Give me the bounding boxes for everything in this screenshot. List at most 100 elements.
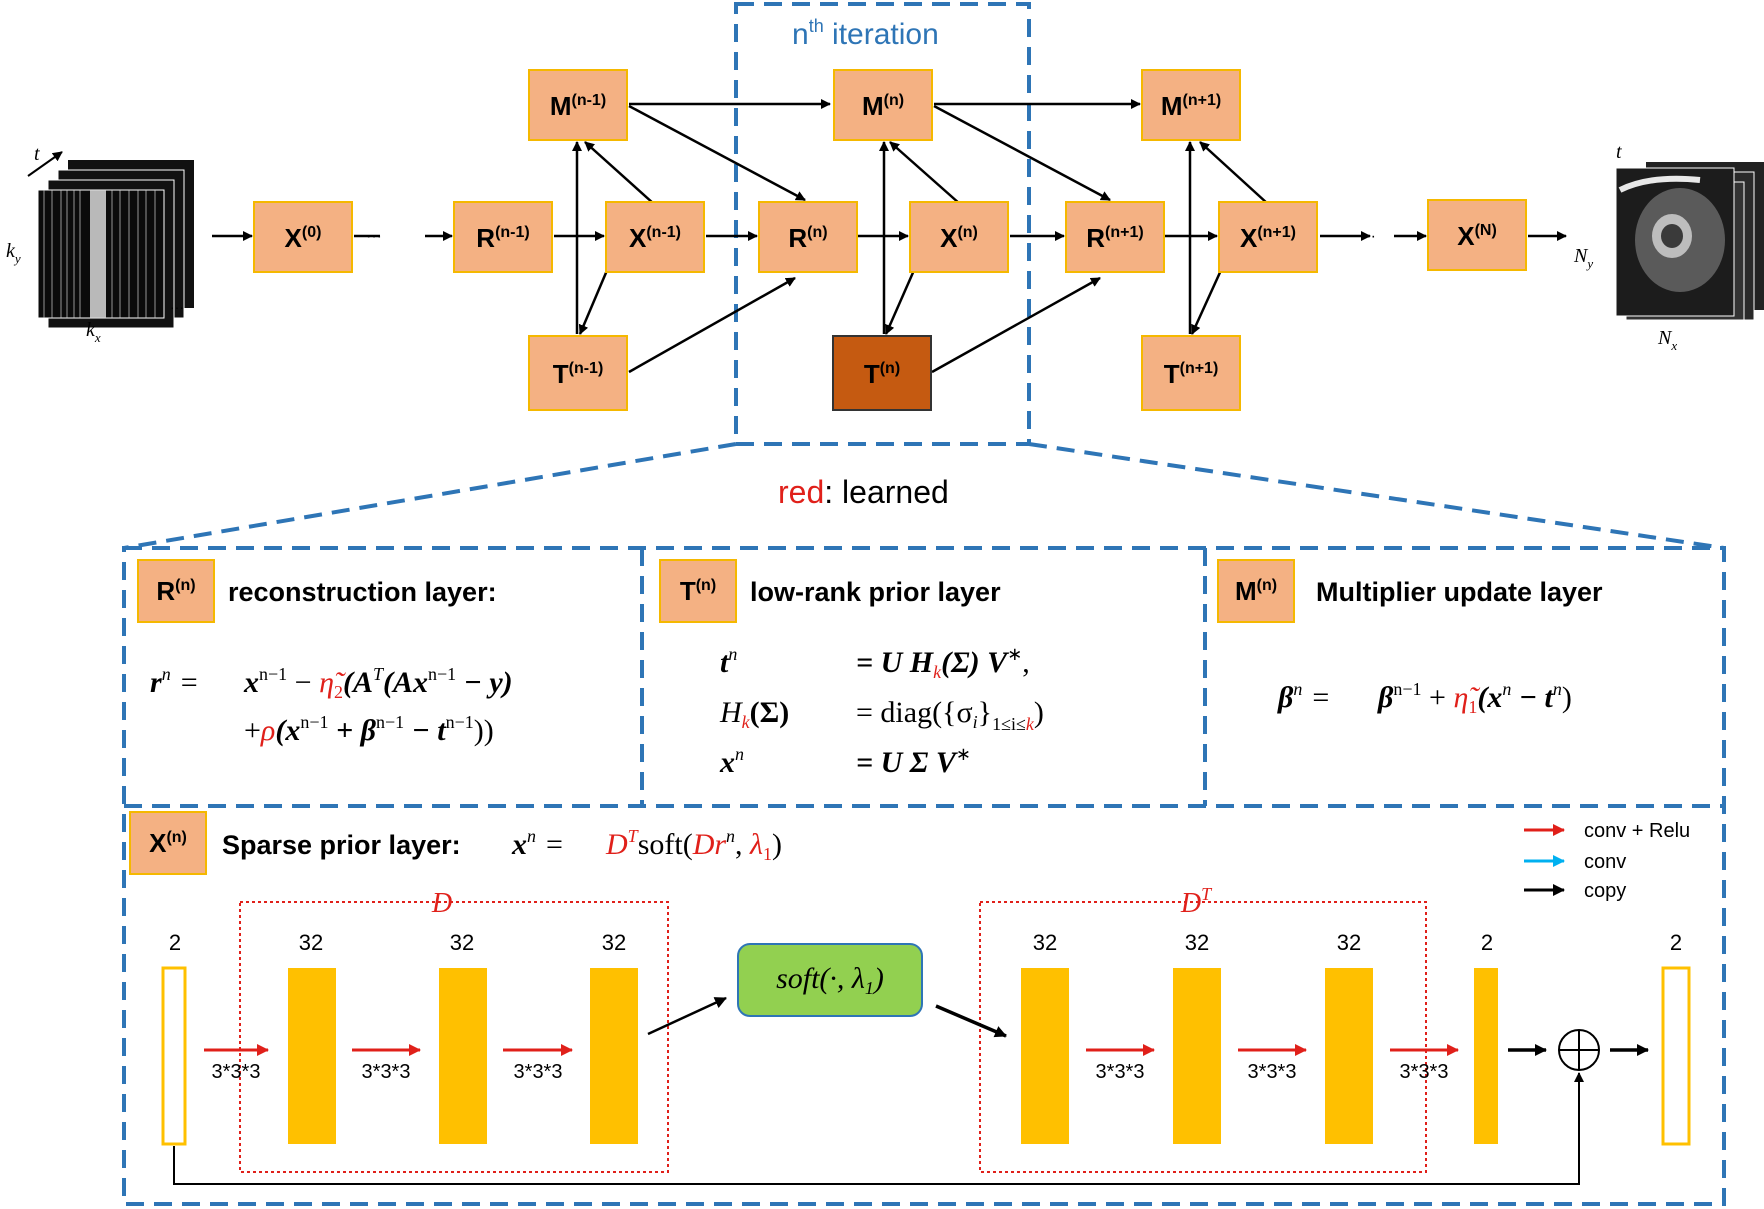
node-r-next: R(n+1) [1065, 201, 1165, 273]
node-t-prev: T(n-1) [528, 335, 628, 411]
feature-map-output [1661, 966, 1691, 1146]
count-dt-out: 2 [1481, 930, 1493, 955]
count-dt3: 32 [1337, 930, 1361, 955]
kernel-4: 3*3*3 [1096, 1061, 1145, 1083]
recon-equation-line1: rn= xn−1 − η̃2(AT(Axn−1 − y) [150, 664, 513, 702]
svg-text:T(n-1): T(n-1) [553, 359, 604, 389]
feature-map-input [161, 966, 187, 1146]
kernel-6: 3*3*3 [1400, 1061, 1449, 1083]
legend-conv: conv [1584, 851, 1626, 873]
output-ny-axis: Ny [1573, 245, 1593, 271]
dt-decoder-box [979, 901, 1427, 1173]
recon-equation-line2: +ρ(xn−1 + βn−1 − tn−1)) [244, 712, 494, 747]
lowrank-row1: tn = U Hk(Σ) V∗, [720, 634, 1030, 682]
iteration-label: nth iteration [792, 16, 939, 51]
svg-text:M(n-1): M(n-1) [550, 91, 606, 121]
count-d3: 32 [602, 930, 626, 955]
svg-text:X(n): X(n) [149, 828, 187, 858]
lowrank-title: low-rank prior layer [750, 577, 1001, 607]
legend-copy: copy [1584, 880, 1626, 902]
count-dt2: 32 [1185, 930, 1209, 955]
multiplier-title: Multiplier update layer [1316, 577, 1603, 607]
svg-text:T(n): T(n) [680, 576, 716, 606]
multiplier-equation: βn= βn−1 + η̃1(xn − tn) [1277, 679, 1572, 717]
node-t-n: T(n) [832, 335, 932, 411]
zoom-line-left [123, 442, 737, 550]
count-output: 2 [1670, 930, 1682, 955]
d-encoder-label: D [431, 888, 452, 919]
top-arrows [212, 99, 1567, 374]
recon-panel: R(n) reconstruction layer: rn= xn−1 − η̃… [137, 559, 513, 747]
svg-text:X(n-1): X(n-1) [629, 223, 681, 253]
iteration-box [734, 2, 1031, 446]
sparse-badge [129, 811, 207, 875]
lowrank-panel: T(n) low-rank prior layer tn = U Hk(Σ) V… [659, 559, 1044, 779]
recon-badge [137, 559, 215, 623]
output-nx-axis: Nx [1657, 327, 1677, 353]
feature-map-d3 [590, 968, 638, 1144]
feature-map-d2 [439, 968, 487, 1144]
d-encoder-box [239, 901, 669, 1173]
svg-text:R(n): R(n) [788, 223, 827, 253]
node-x0: X(0) [253, 201, 353, 273]
ellipsis-right: ··· [1360, 228, 1376, 245]
lowrank-row3: xn = U Σ V∗ [719, 734, 971, 779]
count-d1: 32 [299, 930, 323, 955]
kernel-2: 3*3*3 [362, 1061, 411, 1083]
svg-text:M(n): M(n) [1235, 576, 1277, 606]
feature-map-dt3 [1325, 968, 1373, 1144]
svg-text:M(n): M(n) [862, 91, 904, 121]
kernel-3: 3*3*3 [514, 1061, 563, 1083]
feature-map-dt1 [1021, 968, 1069, 1144]
input-kspace-image: t ky kx ··· [6, 143, 194, 345]
node-x-next: X(n+1) [1218, 201, 1318, 273]
conv-legend: conv + Relu conv copy [1524, 820, 1690, 902]
svg-text:M(n+1): M(n+1) [1161, 91, 1221, 121]
arrow-from-soft [935, 1004, 1007, 1038]
count-d2: 32 [450, 930, 474, 955]
node-m-next: M(n+1) [1141, 69, 1241, 141]
svg-text:X(n): X(n) [940, 223, 978, 253]
legend-conv-relu: conv + Relu [1584, 820, 1690, 842]
recon-title: reconstruction layer: [228, 577, 497, 607]
node-m-prev: M(n-1) [528, 69, 628, 141]
node-x-N: X(N) [1427, 199, 1527, 271]
input-t-axis: t [34, 143, 40, 165]
svg-text:R(n+1): R(n+1) [1086, 223, 1143, 253]
node-t-next: T(n+1) [1141, 335, 1241, 411]
lowrank-badge [659, 559, 737, 623]
dt-decoder-label: DT [1180, 884, 1213, 919]
lowrank-row2: Hk(Σ) = diag({σi}1≤i≤k) [719, 696, 1044, 734]
svg-text:X(n+1): X(n+1) [1240, 223, 1296, 253]
kernel-1: 3*3*3 [212, 1061, 261, 1083]
multiplier-badge [1217, 559, 1295, 623]
count-dt1: 32 [1033, 930, 1057, 955]
ellipsis-left: ··· [366, 228, 382, 245]
sparse-panel: X(n) Sparse prior layer: xn= DTsoft(Drn,… [129, 811, 1691, 1185]
input-kx-axis: kx [86, 319, 101, 345]
input-ky-axis: ky [6, 240, 21, 266]
sparse-title: Sparse prior layer: [222, 830, 461, 860]
svg-text:T(n): T(n) [864, 359, 900, 389]
feature-map-d1 [288, 968, 336, 1144]
node-x-n: X(n) [909, 201, 1009, 273]
node-x-prev: X(n-1) [605, 201, 705, 273]
arrow-to-soft [647, 996, 727, 1036]
svg-text:R(n-1): R(n-1) [476, 223, 529, 253]
output-image: t Ny Nx [1573, 141, 1764, 353]
node-r-n: R(n) [758, 201, 858, 273]
node-m-n: M(n) [833, 69, 933, 141]
output-t-axis: t [1616, 141, 1622, 163]
soft-threshold-box [737, 943, 923, 1017]
kernel-5: 3*3*3 [1248, 1061, 1297, 1083]
learned-legend: red: learned [778, 474, 949, 510]
multiplier-panel: M(n) Multiplier update layer βn= βn−1 + … [1217, 559, 1603, 717]
detail-frames [122, 546, 1726, 1206]
node-r-prev: R(n-1) [453, 201, 553, 273]
svg-text:R(n): R(n) [156, 576, 195, 606]
feature-map-dt2 [1173, 968, 1221, 1144]
zoom-line-right [1028, 442, 1725, 550]
input-stack-ellipsis: ··· [170, 299, 184, 315]
sparse-equation: xn= DTsoft(Drn, λ1) [511, 826, 782, 864]
